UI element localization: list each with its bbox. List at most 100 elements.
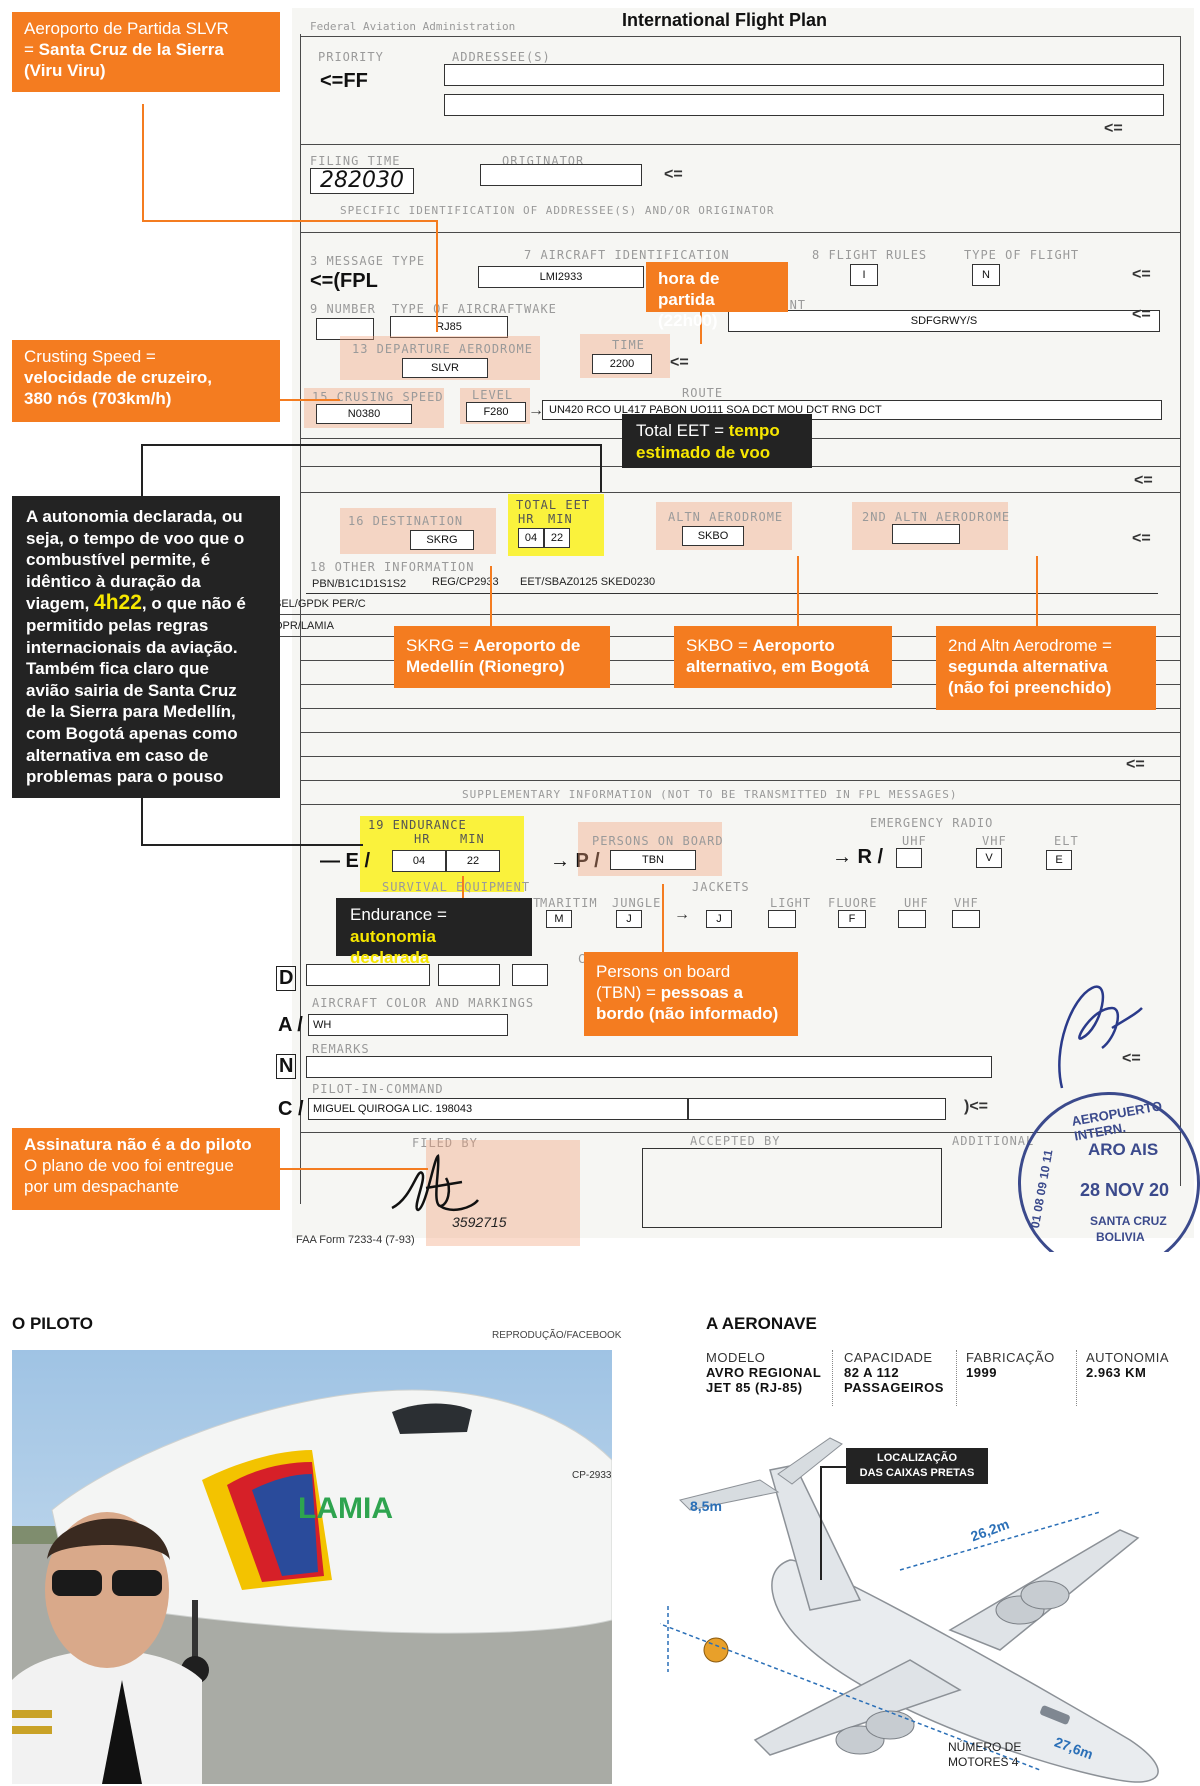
divider-2 [300, 232, 1180, 233]
callout-pob-l2: (TBN) = [596, 983, 661, 1002]
line-autonomia-bottom [141, 798, 143, 846]
aircraft-id-value: LMI2933 [478, 266, 644, 288]
callout-eet-l1: Total EET = [636, 421, 729, 440]
addressee-box-1 [444, 64, 1164, 86]
priority-value: <=FF [320, 70, 368, 92]
label-endurance: 19 ENDURANCE [368, 818, 467, 832]
stamp-line3: 28 NOV 20 [1080, 1180, 1170, 1200]
callout-pob: Persons on board (TBN) = pessoas a bordo… [584, 952, 798, 1036]
eq-mark-7: <= [1132, 530, 1151, 547]
label-eet-hr: HR [518, 512, 535, 526]
spec-fabricacao: FABRICAÇÃO 1999 [966, 1350, 1055, 1380]
callout-departure-l1: Aeroporto de Partida SLVR [24, 19, 229, 38]
dinghies-box-2 [438, 964, 500, 986]
callout-endurance-b2: autonomia declarada [350, 926, 436, 968]
callout-departure-b3: (Viru Viru) [24, 61, 106, 80]
callout-departure-eq: = [24, 40, 39, 59]
pilot-photo: LAMIA CP-2933 [12, 1350, 612, 1784]
other-info-pbn: PBN/B1C1D1S1S2 [312, 578, 407, 590]
label-eet-min: MIN [548, 512, 573, 526]
autonomia-line-7: internacionais da aviação. [26, 637, 238, 657]
callout-pob-l1: Persons on board [596, 962, 731, 981]
eq-mark-1: <= [1104, 120, 1123, 137]
line-hora [700, 310, 702, 344]
line-endurance [462, 876, 464, 902]
black-box-line-2: DAS CAIXAS PRETAS [859, 1467, 975, 1479]
label-filing-time: FILING TIME [310, 154, 401, 168]
callout-black-box: LOCALIZAÇÃO DAS CAIXAS PRETAS [846, 1448, 988, 1484]
autonomia-line-6: permitido pelas regras [26, 615, 209, 635]
eq-mark-8: <= [1126, 756, 1145, 773]
label-endurance-min: MIN [460, 832, 485, 846]
callout-skbo: SKBO = Aeroporto alternativo, em Bogotá [674, 626, 892, 688]
r-slash: → R / [832, 846, 884, 868]
label-uhf-2: UHF [904, 896, 929, 910]
destination-value: SKRG [410, 530, 474, 550]
departure-value: SLVR [402, 358, 488, 378]
filing-time-value: 282030 [310, 168, 414, 194]
callout-skbo-b1: Aeroporto [752, 636, 835, 655]
label-level: LEVEL [472, 388, 514, 402]
line-departure-h [142, 220, 438, 222]
eq-mark-6: <= [1134, 472, 1153, 489]
pilot-signature-icon [391, 1154, 479, 1212]
label-endurance-hr: HR [414, 832, 431, 846]
callout-endurance: Endurance = autonomia declarada [336, 898, 532, 967]
label-route: ROUTE [682, 386, 724, 400]
label-accepted-by: ACCEPTED BY [690, 1134, 781, 1148]
label-other-info: 18 OTHER INFORMATION [310, 560, 475, 574]
signature-number: 3592715 [452, 1214, 507, 1230]
autonomia-line-12: alternativa em caso de [26, 745, 209, 765]
callout-skbo-b2: alternativo, em Bogotá [686, 657, 870, 676]
jackets-value: J [706, 910, 732, 928]
label-vhf-2: VHF [954, 896, 979, 910]
n-marker: N [276, 1054, 297, 1079]
label-jackets: JACKETS [692, 880, 750, 894]
other-info-opr: OPR/LAMIA [274, 620, 334, 632]
callout-hora-b1: hora de partida [658, 269, 720, 309]
altn2-box [892, 524, 960, 544]
callout-pob-b3: bordo (não informado) [596, 1004, 779, 1023]
divider-1 [300, 144, 1180, 145]
eq-mark-5: <= [670, 354, 689, 371]
altn-value: SKBO [682, 526, 744, 546]
line-autonomia-h [141, 444, 601, 446]
label-type-of-aircraft: TYPE OF AIRCRAFT [392, 302, 524, 316]
label-fluores: FLUORE [828, 896, 878, 910]
label-filed-by: FILED BY [412, 1136, 478, 1150]
label-jungle: JUNGLE [612, 896, 662, 910]
cockpit-window [1040, 1705, 1070, 1725]
callout-altn2-b3: (não foi preenchido) [948, 678, 1112, 697]
engine-2 [865, 1710, 915, 1740]
fluores-value: F [838, 910, 866, 928]
callout-skrg-l1: SKRG = [406, 636, 474, 655]
callout-speed-l1: Crusting Speed = [24, 347, 156, 366]
route-line-3 [300, 492, 1180, 493]
label-wake: WAKE [524, 302, 557, 316]
callout-speed-b2: velocidade de cruzeiro, [24, 368, 213, 387]
callout-skbo-l1: SKBO = [686, 636, 753, 655]
label-second-altn: 2ND ALTN AERODROME [862, 510, 1011, 524]
label-supplementary: SUPPLEMENTARY INFORMATION (NOT TO BE TRA… [462, 788, 958, 801]
form-number: FAA Form 7233-4 (7-93) [296, 1234, 415, 1246]
callout-signature-l2: O plano de voo foi entregue [24, 1156, 234, 1175]
autonomia-line-10: de la Sierra para Medellín, [26, 702, 236, 722]
callout-speed-b3: 380 nós (703km/h) [24, 389, 172, 408]
label-maritime: MARITIM [540, 896, 598, 910]
callout-eet-b2: estimado de voo [636, 442, 771, 462]
label-number: 9 NUMBER [310, 302, 376, 316]
line-speed [280, 399, 340, 401]
d-marker: D [276, 966, 297, 991]
spec-capacidade-value1: 82 A 112 [844, 1365, 900, 1380]
callout-signature-l3: por um despachante [24, 1177, 179, 1196]
speed-value: N0380 [316, 404, 412, 424]
line-departure-v2 [436, 220, 438, 332]
autonomia-line-4: idêntico à duração da [26, 571, 201, 591]
other-info-row-1 [306, 574, 1158, 594]
line-skrg [490, 566, 492, 626]
autonomia-line-3: combustível permite, é [26, 550, 211, 570]
label-uhf: UHF [902, 834, 927, 848]
eq-mark-10: <= [1122, 1050, 1141, 1067]
photo-credit: REPRODUÇÃO/FACEBOOK [492, 1330, 622, 1341]
label-cruising-speed: 15 CRUSING SPEED [312, 390, 444, 404]
